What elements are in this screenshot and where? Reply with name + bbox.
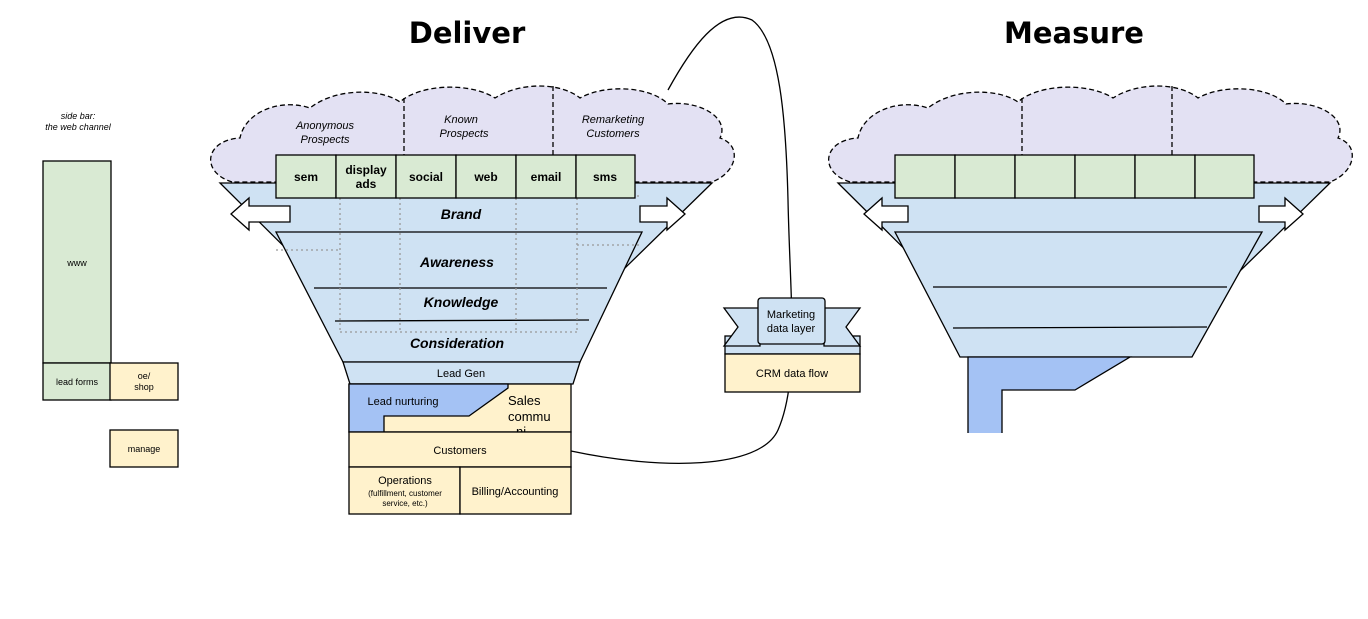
measure-divider-2	[952, 326, 1208, 329]
billing-label: Billing/Accounting	[472, 486, 559, 498]
awareness-label: Awareness	[419, 254, 494, 270]
sales-label-line2: commu	[508, 409, 551, 424]
measure-channel-box	[1014, 154, 1076, 199]
operations-label-line2: (fulfillment, customer	[368, 489, 442, 498]
sidebar: side bar: the web channel www lead forms…	[42, 111, 179, 468]
data-layer-label-line1: Marketing	[767, 309, 815, 321]
channel-box-display-ads	[335, 154, 397, 199]
measure-channel-box	[1194, 154, 1255, 199]
channel-label: sms	[593, 170, 617, 184]
channel-label-line1: display	[345, 163, 387, 177]
measure-title: Measure	[1004, 16, 1144, 50]
crm-box	[724, 353, 861, 393]
operations-label-line3: service, etc.)	[382, 499, 428, 508]
lead-forms-box	[42, 362, 112, 401]
lead-nurturing-label: Lead nurturing	[368, 396, 439, 408]
oe-shop-box	[109, 362, 179, 401]
channel-box-sem	[275, 154, 337, 199]
data-layer-ribbon-left	[722, 307, 761, 347]
channel-box-sms	[575, 154, 636, 199]
sidebar-caption-line1: side bar:	[61, 111, 96, 121]
data-layer-box	[757, 297, 826, 345]
knowledge-label: Knowledge	[424, 294, 499, 310]
segment-label-line2: Prospects	[301, 134, 350, 146]
right-arrow-icon	[639, 196, 686, 232]
brand-label: Brand	[441, 206, 482, 222]
segment-label-line1: Anonymous	[295, 120, 355, 132]
channel-box-social	[395, 154, 457, 199]
segment-label-line2: Prospects	[440, 128, 489, 140]
channel-label: social	[409, 170, 443, 184]
consideration-label: Consideration	[410, 335, 504, 351]
manage-label: manage	[128, 444, 161, 454]
channel-label: sem	[294, 170, 318, 184]
measure-channel-box	[894, 154, 956, 199]
www-label: www	[66, 258, 87, 268]
deliver-funnel: Anonymous Prospects Known Prospects Rema…	[209, 85, 735, 515]
segment-label-line1: Remarketing	[582, 114, 645, 126]
oe-shop-label-line2: shop	[134, 382, 154, 392]
sales-label-line1: Sales	[508, 393, 541, 408]
deliver-title: Deliver	[409, 16, 526, 50]
channel-label-line2: ads	[356, 177, 377, 191]
channel-label: email	[531, 170, 562, 184]
measure-funnel	[827, 85, 1353, 433]
customers-box	[348, 431, 572, 468]
data-layer-label-line2: data layer	[767, 323, 816, 335]
operations-box	[348, 466, 461, 515]
right-arrow-icon	[1258, 196, 1304, 232]
left-arrow-icon	[863, 196, 909, 232]
sidebar-caption-line2: the web channel	[45, 122, 112, 132]
segment-label-line1: Known	[444, 114, 478, 126]
data-layer-group: Marketing data layer CRM data flow	[722, 297, 862, 393]
lead-gen-label: Lead Gen	[437, 368, 485, 380]
measure-channel-box	[1074, 154, 1136, 199]
knowledge-divider	[334, 319, 590, 322]
measure-channel-box	[954, 154, 1016, 199]
billing-box	[459, 466, 572, 515]
oe-shop-label-line1: oe/	[138, 371, 151, 381]
www-box	[42, 160, 112, 364]
crm-label: CRM data flow	[756, 368, 828, 380]
data-flow-connector	[570, 16, 793, 464]
customers-label: Customers	[433, 445, 487, 457]
operations-label-line1: Operations	[378, 475, 432, 487]
data-layer-ribbon-right	[823, 307, 862, 347]
left-arrow-icon	[230, 196, 291, 232]
segment-label-line2: Customers	[586, 128, 640, 140]
lead-gen-band	[342, 361, 581, 385]
lead-forms-label: lead forms	[56, 377, 99, 387]
measure-lead-nurturing	[968, 357, 1130, 433]
channel-box-web	[455, 154, 517, 199]
measure-channel-box	[1134, 154, 1196, 199]
manage-box	[109, 429, 179, 468]
channel-label: web	[473, 170, 497, 184]
measure-inner-funnel	[893, 231, 1264, 358]
measure-lead-nurturing-outline	[967, 356, 1133, 433]
